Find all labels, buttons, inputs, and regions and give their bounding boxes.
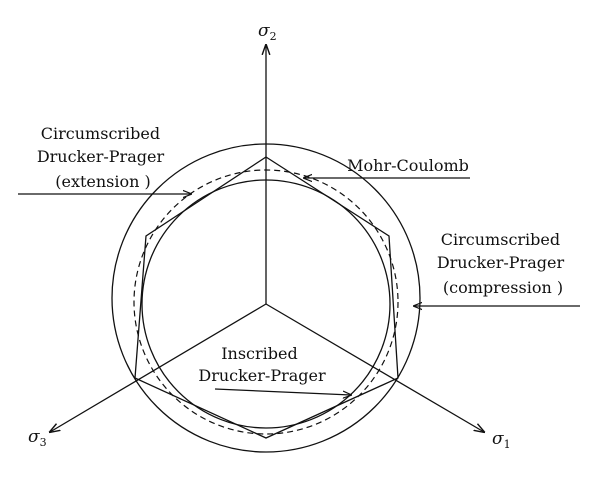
circumscribed-extension-label: Circumscribed Drucker-Prager (extension … [37,124,169,191]
sigma1-label: σ1 [492,429,511,451]
circumscribed-extension-circle [133,169,399,435]
mohr-coulomb-label: Mohr-Coulomb [347,156,469,175]
circumscribed-compression-label: Circumscribed Drucker-Prager (compressio… [437,230,569,297]
sigma1-axis [265,303,484,432]
inscribed-label: Inscribed Drucker-Prager [198,344,326,385]
sigma3-label: σ3 [28,427,47,449]
mohr-coulomb-hexagon [134,156,399,439]
inscribed-leader [214,388,351,395]
sigma3-axis [50,303,267,432]
inscribed-circle [141,179,391,429]
sigma2-label: σ2 [258,21,277,43]
circumscribed-compression-circle [111,143,421,453]
